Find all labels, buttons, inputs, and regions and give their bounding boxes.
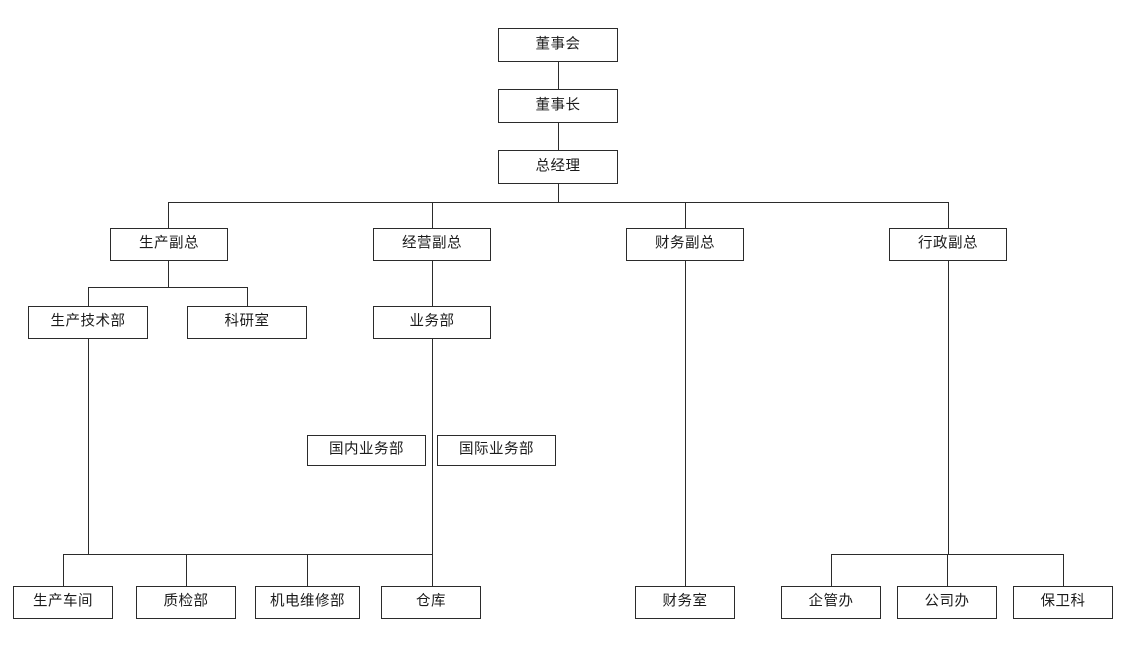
connector-bus-to-vp-production [168,202,169,228]
org-node-label: 财务副总 [655,235,715,252]
connector-bus-to-security [1063,554,1064,586]
connector-vp-admin-drop [948,261,949,554]
org-node-finance-office[interactable]: 财务室 [635,586,735,619]
connector-bus-to-vp-finance [685,202,686,228]
connector-vp-finance-to-office [685,261,686,586]
org-node-label: 董事会 [535,36,581,53]
org-node-workshop[interactable]: 生产车间 [13,586,113,619]
org-node-label: 总经理 [535,158,581,175]
org-node-label: 企管办 [808,593,854,610]
connector-bus-to-warehouse [432,554,433,586]
connector-prod-tech-drop [88,339,89,554]
connector-bus-to-vp-admin [948,202,949,228]
org-node-security-dept[interactable]: 保卫科 [1013,586,1113,619]
org-node-business-dept[interactable]: 业务部 [373,306,491,339]
org-node-chairman[interactable]: 董事长 [498,89,618,123]
org-node-vp-finance[interactable]: 财务副总 [626,228,744,261]
org-node-company-office[interactable]: 公司办 [897,586,997,619]
org-node-vp-production[interactable]: 生产副总 [110,228,228,261]
org-node-label: 经营副总 [402,235,462,252]
connector-bus-to-research [247,287,248,306]
connector-board-to-chairman [558,62,559,89]
connector-vp-production-stub [168,261,169,287]
org-node-general-manager[interactable]: 总经理 [498,150,618,184]
connector-bus-to-qc [186,554,187,586]
org-node-label: 董事长 [535,97,581,114]
org-node-intl-business[interactable]: 国际业务部 [437,435,556,466]
connector-production-bus [88,287,247,288]
org-node-label: 公司办 [924,593,970,610]
connector-bus-to-vp-operations [432,202,433,228]
connector-bottom-left-bus [63,554,432,555]
org-node-label: 生产车间 [33,593,93,610]
org-node-research-office[interactable]: 科研室 [187,306,307,339]
connector-bus-to-enterprise-mgmt [831,554,832,586]
org-node-qc-dept[interactable]: 质检部 [136,586,236,619]
org-node-label: 保卫科 [1040,593,1086,610]
org-node-label: 国内业务部 [329,441,404,458]
org-node-board[interactable]: 董事会 [498,28,618,62]
connector-vp-operations-to-business [432,261,433,306]
org-node-vp-operations[interactable]: 经营副总 [373,228,491,261]
org-node-label: 科研室 [224,313,270,330]
org-node-vp-admin[interactable]: 行政副总 [889,228,1007,261]
org-node-enterprise-mgmt[interactable]: 企管办 [781,586,881,619]
connector-bus-to-company-office [947,554,948,586]
connector-bus-to-maintenance [307,554,308,586]
org-node-maintenance-dept[interactable]: 机电维修部 [255,586,360,619]
org-node-domestic-business[interactable]: 国内业务部 [307,435,426,466]
org-node-label: 机电维修部 [270,593,345,610]
connector-business-drop [432,339,433,586]
org-node-label: 财务室 [662,593,708,610]
connector-bus-to-prod-tech [88,287,89,306]
org-node-prod-tech-dept[interactable]: 生产技术部 [28,306,148,339]
org-node-label: 仓库 [416,593,446,610]
connector-bus-to-workshop [63,554,64,586]
org-node-warehouse[interactable]: 仓库 [381,586,481,619]
org-node-label: 业务部 [409,313,455,330]
connector-gm-to-bus-stub [558,184,559,202]
org-node-label: 生产技术部 [50,313,126,330]
connector-level3-bus [168,202,949,203]
org-node-label: 行政副总 [918,235,978,252]
connector-chairman-to-gm [558,123,559,150]
org-node-label: 国际业务部 [459,441,534,458]
org-node-label: 质检部 [163,593,209,610]
org-node-label: 生产副总 [139,235,199,252]
